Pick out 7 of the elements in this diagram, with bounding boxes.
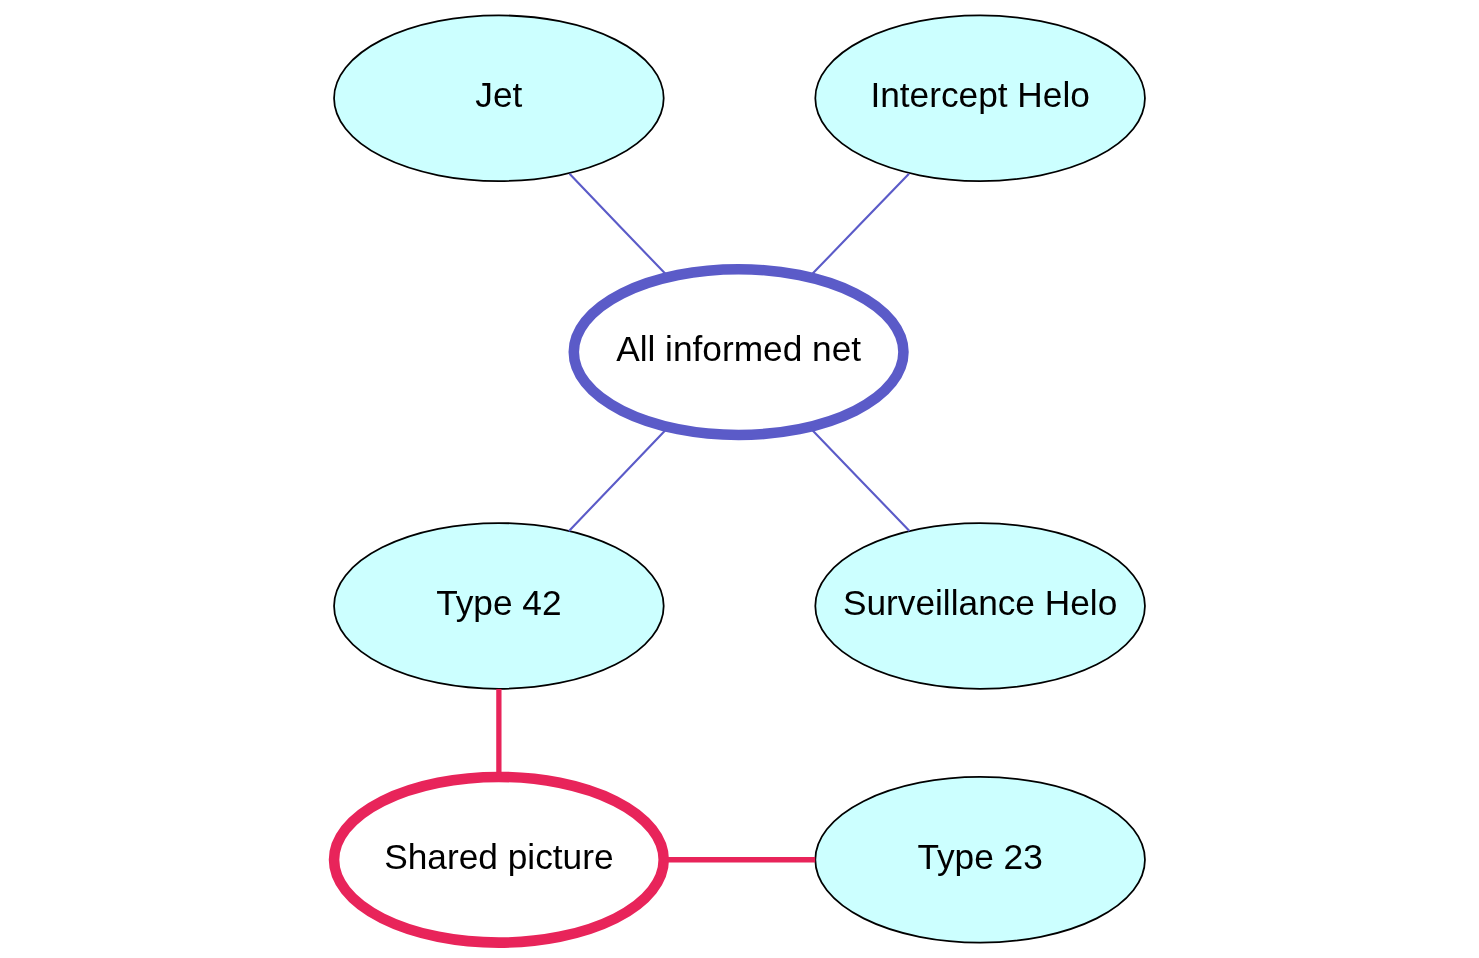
node-ellipse: Surveillance Helo [814, 522, 1146, 690]
node-ellipse: All informed net [568, 263, 909, 441]
node-ellipse: Jet [333, 14, 665, 182]
node-ellipse: Intercept Helo [814, 14, 1146, 182]
node-ellipse: Shared picture [328, 771, 669, 948]
node-ellipse: Type 42 [333, 522, 665, 690]
node-ellipse: Type 23 [814, 776, 1146, 944]
